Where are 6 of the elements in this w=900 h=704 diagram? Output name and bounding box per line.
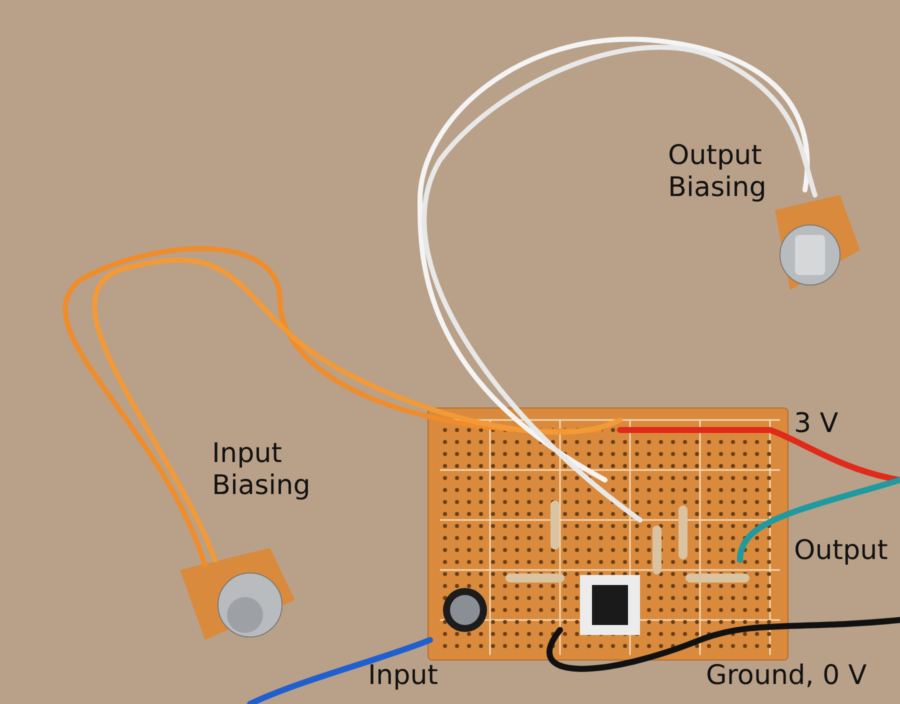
callout-label: Output Biasing [668, 140, 768, 205]
callout-label: Output [794, 535, 889, 568]
callout-label: Ground, 0 V [706, 660, 868, 692]
callout-label: Input [368, 660, 439, 692]
callout-label: 3 V [794, 408, 840, 440]
callout-label: Input Biasing [212, 438, 312, 503]
